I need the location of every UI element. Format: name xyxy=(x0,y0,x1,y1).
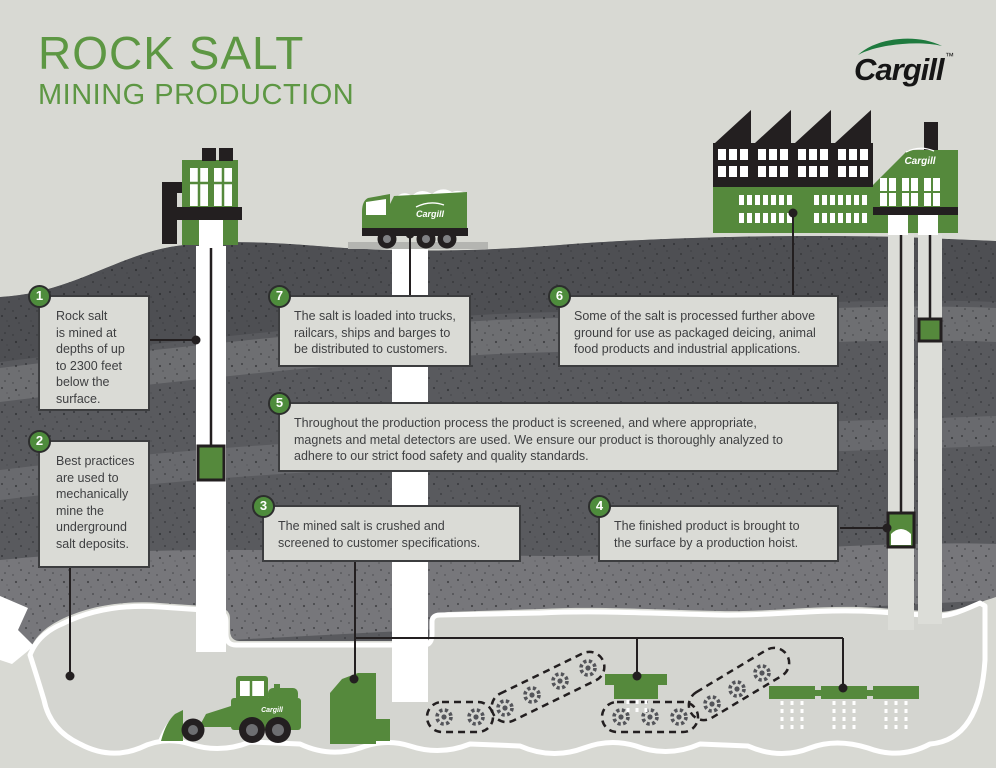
truck-brand-label: Cargill xyxy=(416,209,445,219)
callout-5: 5 Throughout the production process the … xyxy=(268,392,839,472)
callout-4-text: The finished product is brought to the s… xyxy=(614,519,800,550)
cargill-swoosh-icon xyxy=(905,147,935,153)
bucket xyxy=(161,710,183,741)
cargill-logo: Cargill ™ xyxy=(850,34,958,95)
roof-windows xyxy=(718,149,868,177)
elevator-cage xyxy=(917,317,943,343)
callout-5-text: Throughout the production process the pr… xyxy=(294,416,783,463)
callout-5-number: 5 xyxy=(268,392,291,415)
mine-shaft-left xyxy=(196,246,226,652)
callout-6-text: Some of the salt is processed further ab… xyxy=(574,309,816,356)
callout-7-number: 7 xyxy=(268,285,291,308)
elevator-cage xyxy=(196,444,226,482)
loader-brand-label: Cargill xyxy=(261,707,284,714)
callout-connectors xyxy=(65,208,892,693)
vent-pipe xyxy=(162,182,177,244)
callout-4: 4 The finished product is brought to the… xyxy=(588,495,839,562)
callout-6-number: 6 xyxy=(548,285,571,308)
road xyxy=(348,242,488,249)
page-header: ROCK SALT MINING PRODUCTION xyxy=(38,28,354,112)
plant-windows xyxy=(739,195,867,223)
hoist-house-windows xyxy=(880,178,940,206)
trademark-symbol: ™ xyxy=(945,51,954,61)
callout-3-number: 3 xyxy=(252,495,275,518)
callout-7-text: The salt is loaded into trucks, railcars… xyxy=(294,309,456,356)
callout-3-text: The mined salt is crushed and screened t… xyxy=(278,519,481,550)
mine-shaft-right-b xyxy=(917,234,943,624)
callout-6: 6 Some of the salt is processed further … xyxy=(548,285,839,367)
cargill-swoosh-icon xyxy=(858,38,942,55)
page-subtitle: MINING PRODUCTION xyxy=(38,79,355,111)
callout-1-number: 1 xyxy=(28,285,51,308)
callout-1: 1 Rock salt is mined at depths of up to … xyxy=(28,285,150,411)
truck-bed xyxy=(390,192,467,229)
callout-2: 2 Best practices are used to mechanicall… xyxy=(28,430,150,568)
chimney xyxy=(924,122,938,152)
crusher xyxy=(330,673,390,744)
mine-shaft-right-a xyxy=(886,234,916,630)
cab-window xyxy=(366,199,386,215)
callout-4-number: 4 xyxy=(588,495,611,518)
plant-brand-label: Cargill xyxy=(904,156,935,167)
callout-1-text: Rock salt is mined at depths of up to 23… xyxy=(56,309,125,406)
callout-2-text: Best practices are used to mechanically … xyxy=(56,454,135,551)
callout-2-number: 2 xyxy=(28,430,51,453)
headframe-building xyxy=(162,148,242,248)
page-title: ROCK SALT xyxy=(38,27,305,79)
mine-cavern xyxy=(0,596,988,757)
torn-edge xyxy=(0,596,34,664)
dump-truck: Cargill xyxy=(348,189,488,249)
front-end-loader: Cargill xyxy=(158,676,301,743)
falling-salt xyxy=(780,701,908,730)
logo-wordmark: Cargill xyxy=(854,52,946,87)
callout-3: 3 The mined salt is crushed and screened… xyxy=(252,495,521,562)
processing-plant: Cargill xyxy=(713,110,958,235)
callout-7: 7 The salt is loaded into trucks, railca… xyxy=(268,285,471,367)
screen-deck xyxy=(769,686,919,730)
conveyor-system xyxy=(425,646,791,734)
cargill-swoosh-icon xyxy=(415,202,445,208)
